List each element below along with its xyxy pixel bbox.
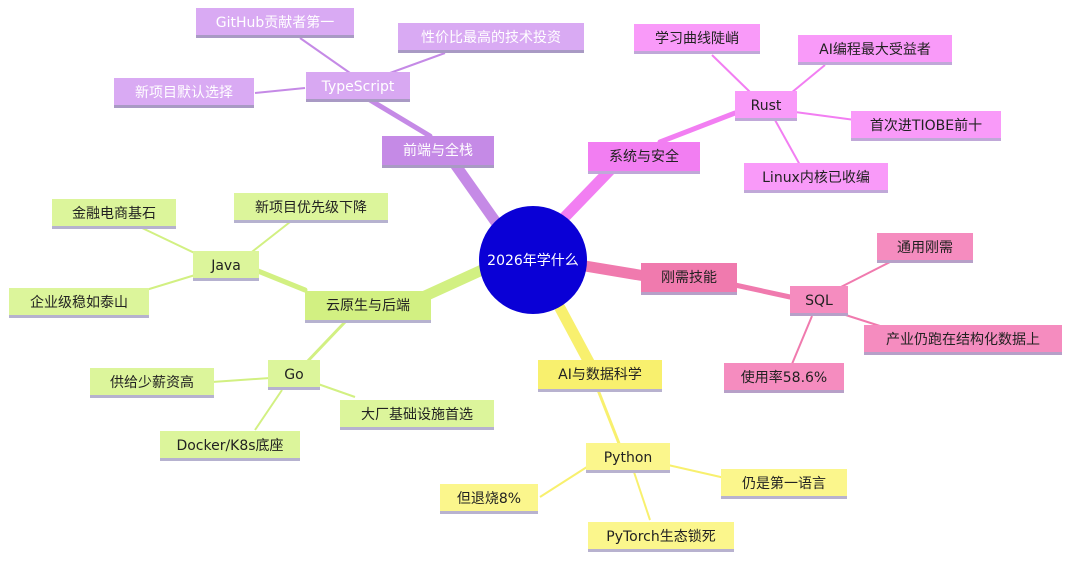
- connector-ts-c3: [254, 87, 306, 94]
- leaf-usage-rate[interactable]: 使用率58.6%: [724, 363, 844, 393]
- leaf-still-first[interactable]: 仍是第一语言: [721, 469, 847, 499]
- connector-backend: [419, 264, 488, 302]
- branch-connectors: [255, 97, 793, 448]
- connector-go-c2: [317, 383, 356, 398]
- topic-sql[interactable]: SQL: [790, 286, 848, 316]
- leaf-pytorch-lockin[interactable]: PyTorch生态锁死: [588, 522, 734, 552]
- topic-go[interactable]: Go: [268, 360, 320, 390]
- connector-go: [303, 320, 347, 366]
- leaf-best-investment[interactable]: 性价比最高的技术投资: [398, 23, 584, 53]
- connector-py-c2: [539, 464, 591, 498]
- leaf-linux-kernel[interactable]: Linux内核已收编: [744, 163, 888, 193]
- root-connectors: [419, 154, 651, 370]
- branch-ai[interactable]: AI与数据科学: [538, 360, 662, 392]
- leaf-structured-data[interactable]: 产业仍跑在结构化数据上: [864, 325, 1062, 355]
- branch-systems[interactable]: 系统与安全: [588, 142, 700, 174]
- branch-frontend[interactable]: 前端与全栈: [382, 136, 494, 168]
- leaf-docker-k8s[interactable]: Docker/K8s底座: [160, 431, 300, 461]
- connector-rust-c4: [774, 119, 801, 166]
- connector-rust-c1: [711, 54, 751, 93]
- connector-systems: [554, 159, 621, 228]
- connector-python: [596, 388, 622, 448]
- connector-rust: [657, 110, 738, 145]
- topic-rust[interactable]: Rust: [735, 91, 797, 121]
- connector-frontend: [446, 154, 506, 234]
- leaf-high-salary[interactable]: 供给少薪资高: [90, 368, 214, 398]
- leaf-finance-ecommerce[interactable]: 金融电商基石: [52, 199, 176, 229]
- root-topic-label: 2026年学什么: [487, 253, 579, 269]
- leaf-priority-decline[interactable]: 新项目优先级下降: [234, 193, 388, 223]
- connector-go-c3: [254, 389, 283, 431]
- connector-ai: [554, 302, 596, 370]
- connector-java-c2: [247, 221, 291, 256]
- connector-ts-c1: [299, 37, 351, 74]
- leaf-connectors: [139, 37, 891, 521]
- leaf-github-contributors[interactable]: GitHub贡献者第一: [196, 8, 354, 38]
- leaf-general-need[interactable]: 通用刚需: [877, 233, 973, 263]
- leaf-ai-beneficiary[interactable]: AI编程最大受益者: [798, 35, 952, 65]
- leaf-default-choice[interactable]: 新项目默认选择: [114, 78, 254, 108]
- connector-py-c1: [667, 464, 726, 479]
- branch-essential[interactable]: 刚需技能: [641, 263, 737, 295]
- connector-ts-c2: [389, 52, 446, 74]
- topic-typescript[interactable]: TypeScript: [306, 72, 410, 102]
- branch-backend[interactable]: 云原生与后端: [305, 291, 431, 323]
- connector-sql: [732, 282, 793, 300]
- root-topic[interactable]: 2026年学什么: [479, 206, 587, 314]
- leaf-infra-first[interactable]: 大厂基础设施首选: [340, 400, 494, 430]
- connector-go-c1: [211, 377, 271, 383]
- connector-java: [255, 268, 308, 293]
- leaf-learning-curve[interactable]: 学习曲线陡峭: [634, 24, 760, 54]
- leaf-tiobe-top10[interactable]: 首次进TIOBE前十: [851, 111, 1001, 141]
- connector-sql-c3: [791, 315, 813, 365]
- leaf-enterprise-stable[interactable]: 企业级稳如泰山: [9, 288, 149, 318]
- connector-sql-c1: [834, 261, 891, 291]
- topic-python[interactable]: Python: [586, 443, 670, 473]
- connector-py-c3: [633, 471, 651, 521]
- topic-java[interactable]: Java: [193, 251, 259, 281]
- connector-essential: [579, 260, 651, 282]
- connector-typescript: [367, 97, 433, 139]
- leaf-cooling-down[interactable]: 但退烧8%: [440, 484, 538, 514]
